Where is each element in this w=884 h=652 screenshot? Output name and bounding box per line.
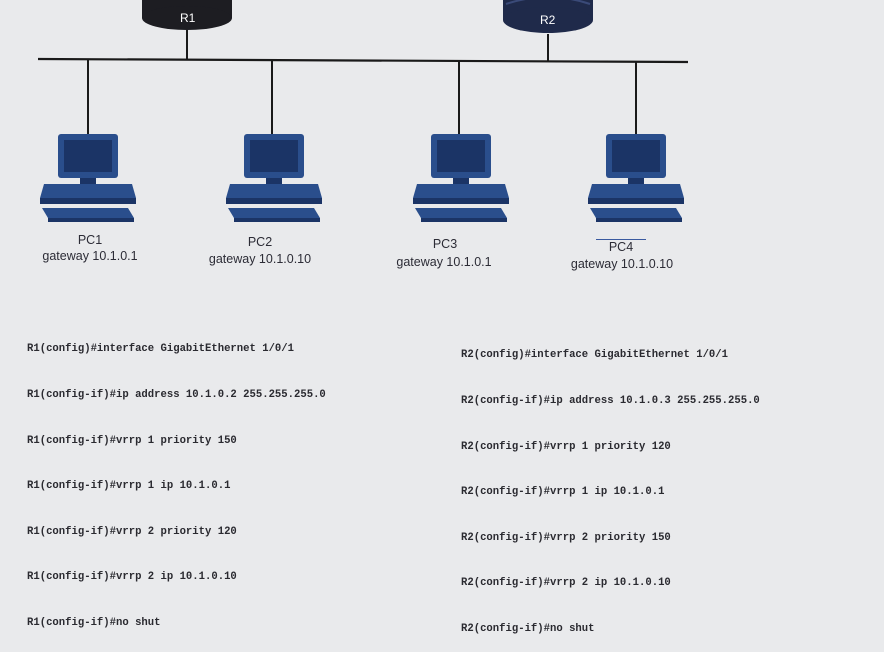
cli-line: R2(config)#interface GigabitEthernet 1/0… bbox=[461, 349, 729, 362]
cli-line: R1(config-if)#vrrp 1 ip 10.1.0.1 bbox=[27, 480, 231, 493]
pc1-name: PC1 bbox=[77, 233, 103, 247]
r1-cli-config: R1(config)#interface GigabitEthernet 1/0… bbox=[27, 312, 326, 646]
cli-line: R1(config-if)#ip address 10.1.0.2 255.25… bbox=[27, 389, 326, 402]
router-r1: R1 bbox=[142, 0, 232, 30]
pc1-gateway: gateway 10.1.0.1 bbox=[42, 249, 138, 263]
cli-line: R2(config-if)#ip address 10.1.0.3 255.25… bbox=[461, 395, 760, 408]
cli-line: R2(config-if)#no shut bbox=[461, 623, 595, 636]
cli-line: R1(config-if)#vrrp 1 priority 150 bbox=[27, 434, 237, 447]
pc1-icon bbox=[40, 134, 136, 222]
r2-cli-config: R2(config)#interface GigabitEthernet 1/0… bbox=[461, 318, 760, 652]
pc4-gateway: gateway 10.1.0.10 bbox=[570, 257, 674, 271]
lan-bus-line bbox=[37, 57, 689, 64]
pc4-name: PC4 bbox=[596, 239, 646, 254]
router-r2-label: R2 bbox=[540, 13, 556, 27]
cli-line: R2(config-if)#vrrp 2 ip 10.1.0.10 bbox=[461, 577, 671, 590]
router-r2: R2 bbox=[503, 0, 593, 33]
pc2-icon bbox=[226, 134, 322, 222]
pc3-name: PC3 bbox=[432, 237, 458, 251]
cli-line: R1(config-if)#no shut bbox=[27, 617, 161, 630]
network-diagram: R1 R2 bbox=[37, 0, 689, 222]
cli-line: R2(config-if)#vrrp 2 priority 150 bbox=[461, 531, 671, 544]
cli-line: R1(config)#interface GigabitEthernet 1/0… bbox=[27, 343, 295, 356]
pc3-icon bbox=[413, 134, 509, 222]
pc2-gateway: gateway 10.1.0.10 bbox=[208, 252, 312, 266]
pc2-name: PC2 bbox=[247, 235, 273, 249]
cli-line: R1(config-if)#vrrp 2 priority 120 bbox=[27, 525, 237, 538]
pc3-gateway: gateway 10.1.0.1 bbox=[396, 255, 492, 269]
cli-line: R1(config-if)#vrrp 2 ip 10.1.0.10 bbox=[27, 571, 237, 584]
router-r1-label: R1 bbox=[180, 11, 196, 25]
pc4-icon bbox=[588, 134, 684, 222]
cli-line: R2(config-if)#vrrp 1 ip 10.1.0.1 bbox=[461, 486, 665, 499]
cli-line: R2(config-if)#vrrp 1 priority 120 bbox=[461, 440, 671, 453]
